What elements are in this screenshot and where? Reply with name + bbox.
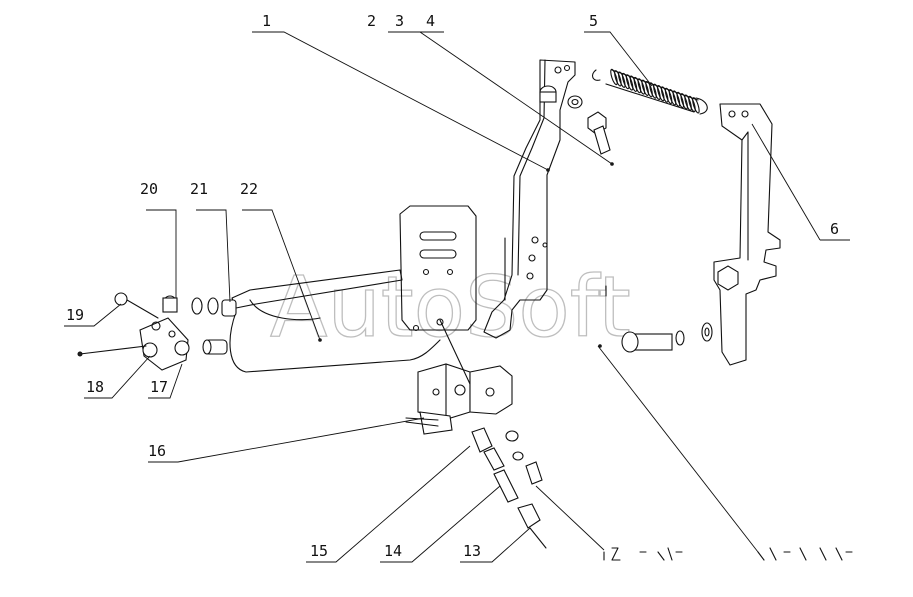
pivot-hardware [539,85,611,155]
spring-coil [672,90,681,107]
spring-coil [688,95,696,113]
callout-15: 15 [310,542,328,560]
spring-coil [692,97,700,114]
pedal-plate [399,205,477,332]
spring-coil [625,74,634,91]
spring-coil [641,79,649,96]
lever-hardware-left [114,292,237,355]
pivot-pin-assembly [621,322,713,353]
callout-5: 5 [589,12,598,30]
callout-1: 1 [262,12,271,30]
callout-20: 20 [140,180,158,198]
obscured-bottom-labels [603,547,853,561]
cable-end-fitting [77,317,190,371]
callout-22: 22 [240,180,258,198]
rear-bracket [605,103,781,366]
callout-18: 18 [86,378,104,396]
spring-coil [618,71,626,88]
spring-coil [621,72,630,90]
watermark-text: AutoSoft [270,258,631,356]
spring-coil [649,82,657,99]
spring-coil [676,91,685,109]
callout-21: 21 [190,180,208,198]
spring-coil [653,83,661,101]
spring-coil [657,85,665,102]
callout-6: 6 [830,220,839,238]
spring-coil [614,70,622,87]
callout-2: 2 [367,12,376,30]
spring-coil [684,94,692,111]
callout-3: 3 [395,12,404,30]
leader-lines [64,31,850,563]
callout-labels: 1 2 3 4 5 6 13 14 15 16 17 18 19 20 21 2… [66,12,839,560]
spring-coil [645,80,653,98]
spring-coil [629,75,638,92]
spring-coil [637,78,646,95]
throttle-valve-body [405,363,513,435]
callout-4: 4 [426,12,435,30]
spring-coil [633,76,642,94]
return-spring [591,68,708,115]
callout-17: 17 [150,378,168,396]
callout-19: 19 [66,306,84,324]
callout-16: 16 [148,442,166,460]
spring-coil [664,87,673,105]
spring-coil [610,68,618,86]
callout-14: 14 [384,542,402,560]
connector-stack [439,319,547,549]
callout-13: 13 [463,542,481,560]
spring-coil [668,89,677,106]
spring-coil [680,93,688,110]
spring-coil [660,86,669,103]
